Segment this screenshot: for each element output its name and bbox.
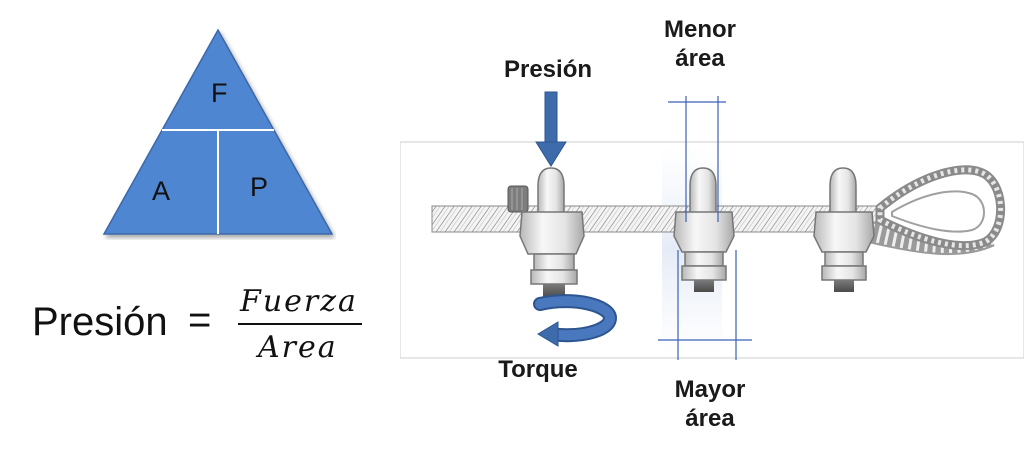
formula-denominator: Area — [258, 330, 338, 365]
formula-lhs: Presión — [32, 300, 168, 344]
triangle-label-area: A — [152, 176, 171, 206]
larger-area-label: Mayor área — [650, 376, 770, 434]
larger-area-guides — [658, 250, 752, 360]
clamp-1 — [519, 167, 585, 298]
torque-label: Torque — [498, 356, 578, 383]
smaller-area-label-line2: área — [675, 44, 725, 72]
larger-area-label-line1: Mayor — [674, 376, 746, 403]
cable-clamp-illustration — [399, 0, 1024, 467]
triangle-label-pressure: P — [250, 172, 269, 202]
formula-equals: = — [188, 298, 212, 342]
formula-numerator: Fuerza — [240, 284, 358, 319]
pressure-label: Presión — [503, 56, 593, 83]
fraction-bar — [238, 323, 362, 325]
clamp-diagram — [399, 91, 1024, 360]
clamp-2 — [673, 167, 735, 292]
torque-rotation-icon — [533, 294, 618, 347]
larger-area-label-line2: área — [685, 404, 735, 432]
clamp-3 — [813, 167, 875, 292]
smaller-area-label: Menor área — [640, 16, 760, 74]
triangle-label-force: F — [211, 78, 228, 108]
smaller-area-label-line1: Menor — [664, 16, 736, 43]
pressure-arrow-icon — [535, 91, 567, 167]
smaller-area-guides — [668, 96, 726, 222]
pressure-triangle — [100, 28, 336, 240]
triangle-shape — [102, 28, 334, 235]
